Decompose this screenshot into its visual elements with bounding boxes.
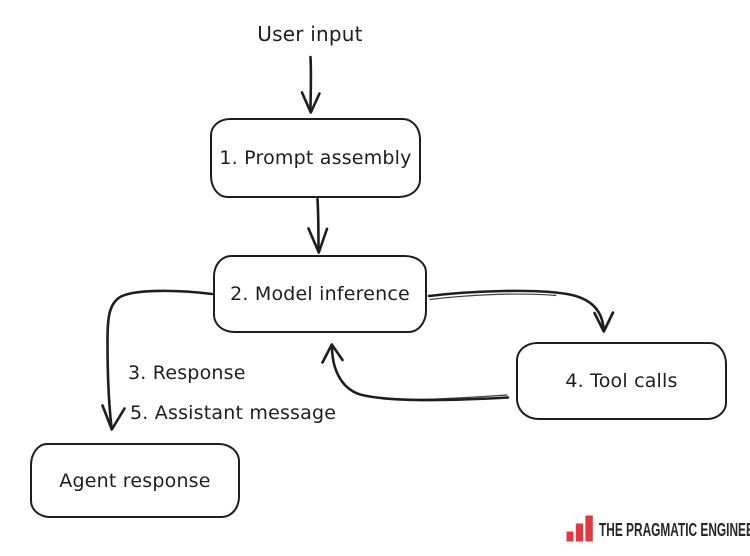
brand-logo-text: THE PRAGMATIC ENGINEER <box>599 520 750 540</box>
bar-chart-icon <box>566 515 593 542</box>
arrow-tool-calls-to-model-inference <box>321 343 510 402</box>
arrow-model-inference-to-tool-calls <box>427 289 615 333</box>
node-prompt-assembly-label: 1. Prompt assembly <box>219 147 412 169</box>
node-tool-calls: 4. Tool calls <box>516 342 727 420</box>
arrow-model-inference-to-agent-response <box>101 289 214 431</box>
node-model-inference-label: 2. Model inference <box>230 283 410 305</box>
arrow-user-input-to-prompt-assembly <box>300 55 321 114</box>
node-user-input: User input <box>257 22 363 46</box>
arrow-prompt-assembly-to-model-inference <box>307 197 329 254</box>
node-agent-response: Agent response <box>30 443 240 518</box>
brand-logo: THE PRAGMATIC ENGINEER <box>566 515 750 542</box>
node-agent-response-label: Agent response <box>59 469 211 492</box>
node-prompt-assembly: 1. Prompt assembly <box>210 118 421 198</box>
node-tool-calls-label: 4. Tool calls <box>565 370 678 392</box>
edge-label-response: 3. Response <box>128 362 246 384</box>
node-model-inference: 2. Model inference <box>213 255 427 333</box>
edge-label-assistant-message: 5. Assistant message <box>130 402 337 424</box>
